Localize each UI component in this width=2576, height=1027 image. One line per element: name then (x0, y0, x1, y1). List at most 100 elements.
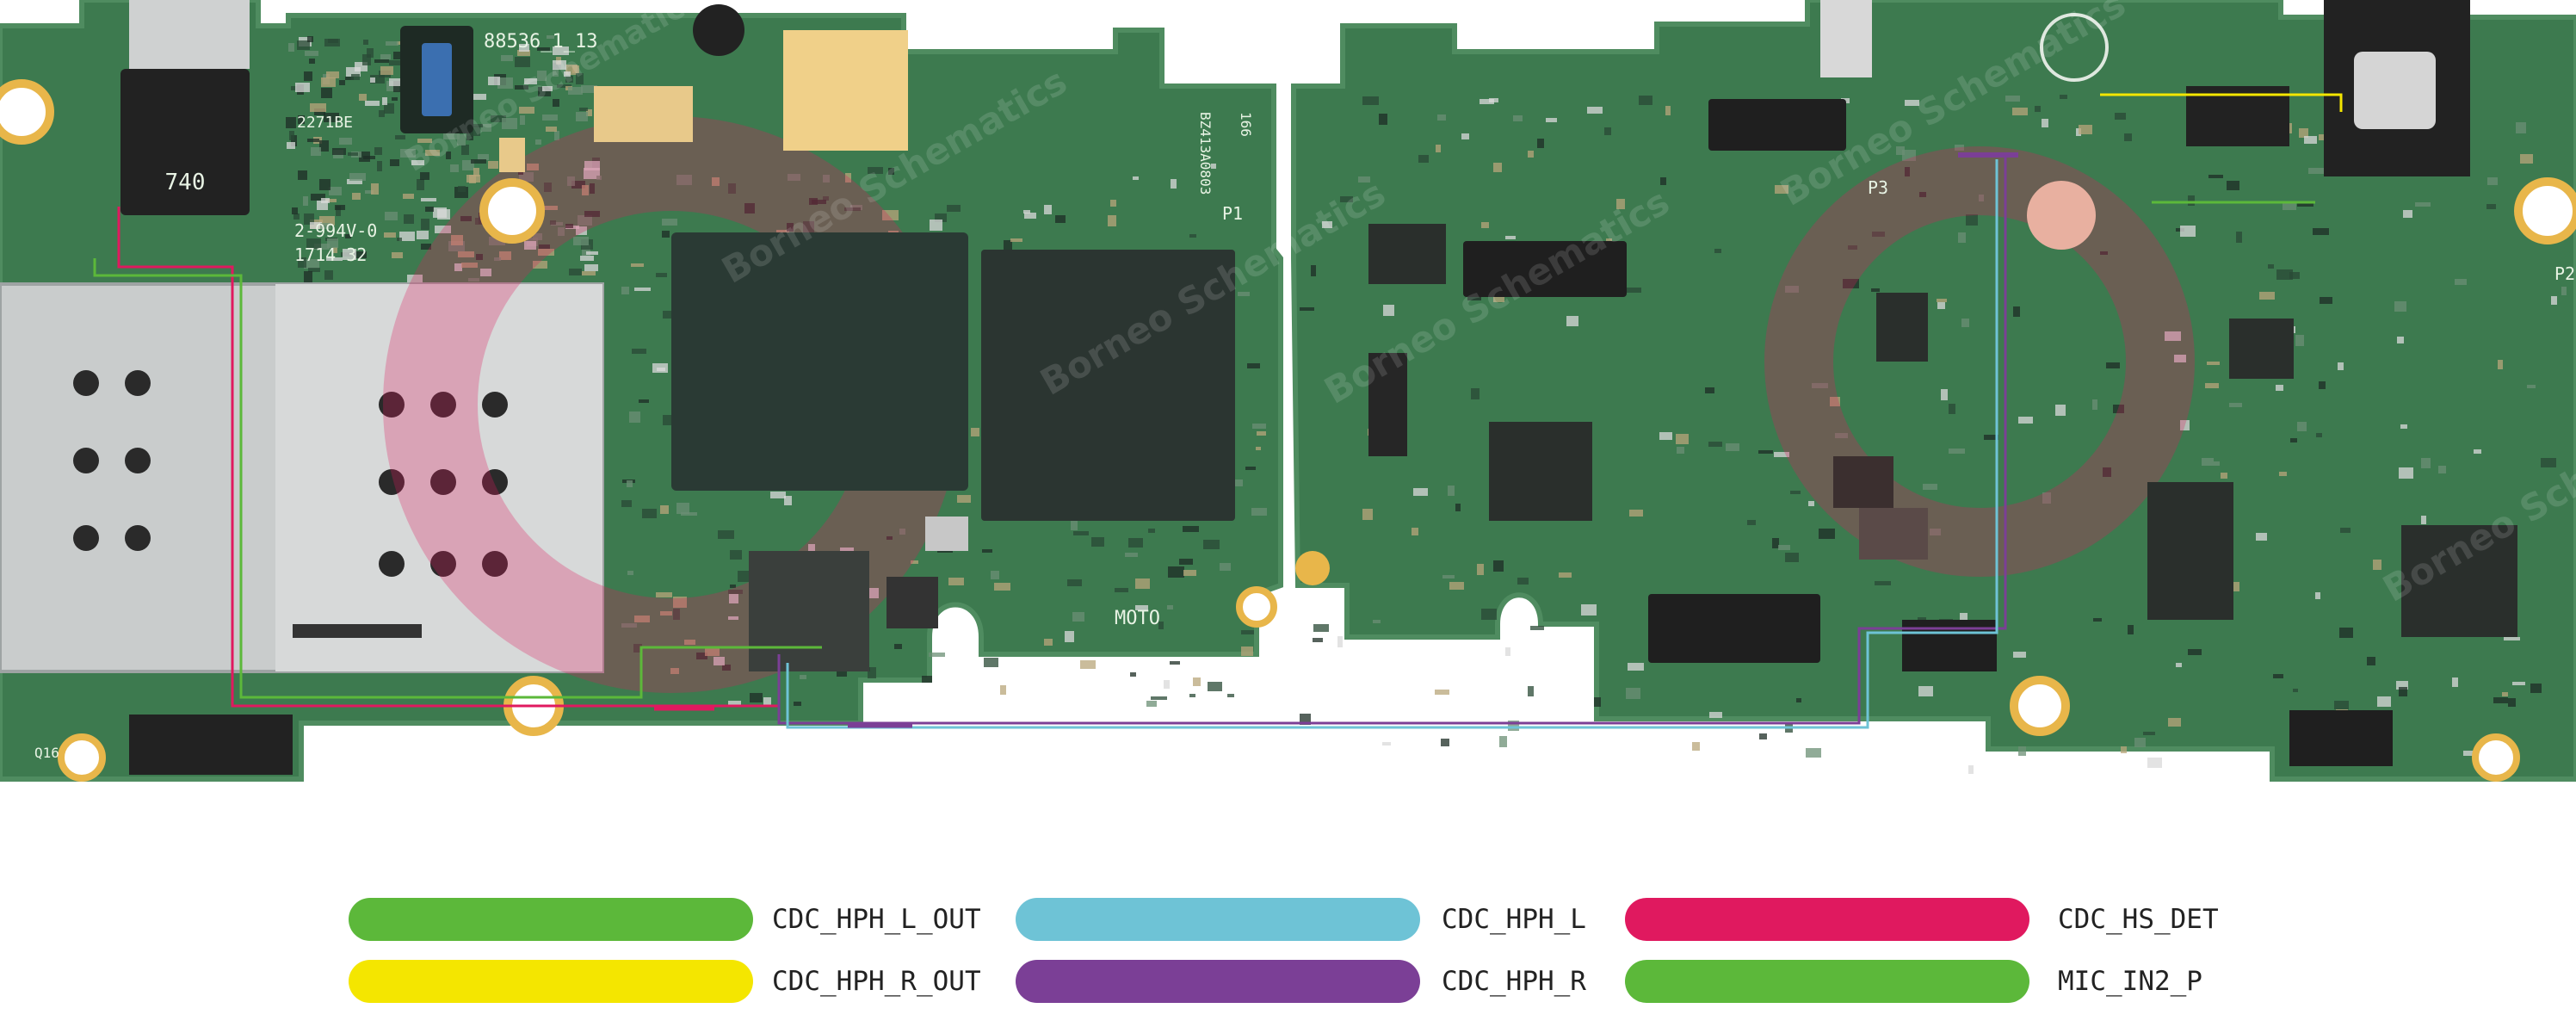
smd-component (390, 159, 399, 166)
smd-component (1133, 176, 1139, 180)
smd-component (1448, 486, 1455, 496)
smd-component (2202, 458, 2214, 466)
smd-component (370, 77, 375, 83)
smd-component (2174, 355, 2186, 362)
smd-component (572, 65, 579, 73)
smd-component (306, 238, 321, 249)
smd-component (2399, 467, 2413, 479)
smd-component (1979, 195, 1984, 201)
smd-component (355, 62, 368, 71)
smd-component (489, 237, 505, 245)
smd-component (515, 85, 528, 90)
smd-component (2188, 649, 2202, 655)
smd-component (385, 212, 398, 220)
smd-component (2530, 684, 2542, 693)
smd-component (868, 167, 883, 174)
smd-component (2319, 381, 2326, 389)
smd-component (407, 275, 423, 283)
smd-component (454, 263, 462, 271)
smd-component (393, 81, 402, 92)
smd-component (392, 97, 398, 101)
smd-component (451, 235, 463, 245)
smd-component (787, 223, 794, 232)
smd-component (351, 74, 360, 80)
smd-component (298, 115, 305, 124)
smd-component (386, 41, 398, 46)
smd-component (1775, 185, 1788, 194)
smd-component (1203, 540, 1220, 549)
smd-component (1044, 639, 1053, 646)
smd-component (362, 54, 371, 65)
smd-component (1373, 620, 1381, 623)
smd-component (1705, 387, 1714, 393)
smd-component (1211, 164, 1216, 169)
smd-component (929, 653, 945, 657)
smd-component (303, 196, 308, 206)
smd-component (1919, 192, 1926, 197)
smd-component (527, 164, 539, 170)
smd-component (2551, 296, 2557, 305)
smd-component (1937, 302, 1945, 309)
smd-component (1000, 685, 1006, 695)
smd-component (590, 183, 595, 194)
smd-component (2338, 362, 2344, 370)
smd-component (718, 530, 734, 539)
smd-component (2561, 287, 2567, 295)
smd-component (2055, 405, 2066, 416)
smd-component (317, 201, 328, 210)
legend-label: CDC_HPH_L_OUT (772, 904, 981, 935)
smd-component (320, 223, 330, 229)
smd-component (324, 113, 339, 122)
smd-component (1966, 214, 1978, 226)
smd-component (576, 112, 588, 121)
smd-component (339, 80, 345, 85)
sim-pin (430, 469, 456, 495)
smd-component (1251, 508, 1267, 516)
smd-component (461, 145, 469, 155)
p2-label: P2 (2554, 263, 2575, 284)
smd-component (581, 85, 597, 93)
smd-component (304, 71, 312, 81)
smd-component (2276, 385, 2283, 391)
smd-component (2005, 96, 2020, 102)
smd-component (1830, 397, 1840, 406)
smd-component (309, 59, 315, 64)
smd-component (1714, 249, 1721, 253)
smd-component (868, 667, 876, 678)
smd-component (417, 231, 429, 239)
smd-component (1517, 578, 1529, 585)
smd-component (539, 244, 550, 249)
smd-component (809, 198, 818, 205)
smd-component (582, 244, 590, 256)
smd-component (2373, 560, 2381, 570)
trace-cdc-hph-l (786, 159, 1998, 729)
smd-component (660, 505, 669, 514)
smd-component (1437, 114, 1446, 121)
smd-component (2100, 251, 2108, 255)
smd-component (365, 101, 380, 106)
smd-component (533, 261, 547, 269)
legend-item-cdc-hs-det: CDC_HS_DET (1625, 898, 2219, 941)
smd-component (1481, 222, 1489, 228)
smd-component (403, 194, 414, 199)
smd-component (844, 207, 861, 211)
smd-component (1785, 553, 1799, 562)
smd-component (1566, 316, 1578, 326)
smd-component (288, 43, 294, 52)
smd-component (425, 150, 440, 156)
smd-component (295, 83, 310, 92)
smd-component (1546, 118, 1557, 122)
smd-component (2229, 403, 2242, 407)
smd-component (1110, 200, 1116, 207)
smd-component (1806, 748, 1821, 758)
smd-component (1313, 638, 1323, 642)
smd-component (1958, 232, 1966, 243)
smd-component (1382, 742, 1391, 746)
smd-component (621, 500, 632, 507)
smd-component (676, 175, 692, 185)
smd-component (374, 147, 382, 155)
smd-component (2334, 701, 2349, 709)
smd-component (2308, 168, 2324, 174)
smd-component (800, 675, 806, 679)
smd-component (2512, 682, 2525, 685)
